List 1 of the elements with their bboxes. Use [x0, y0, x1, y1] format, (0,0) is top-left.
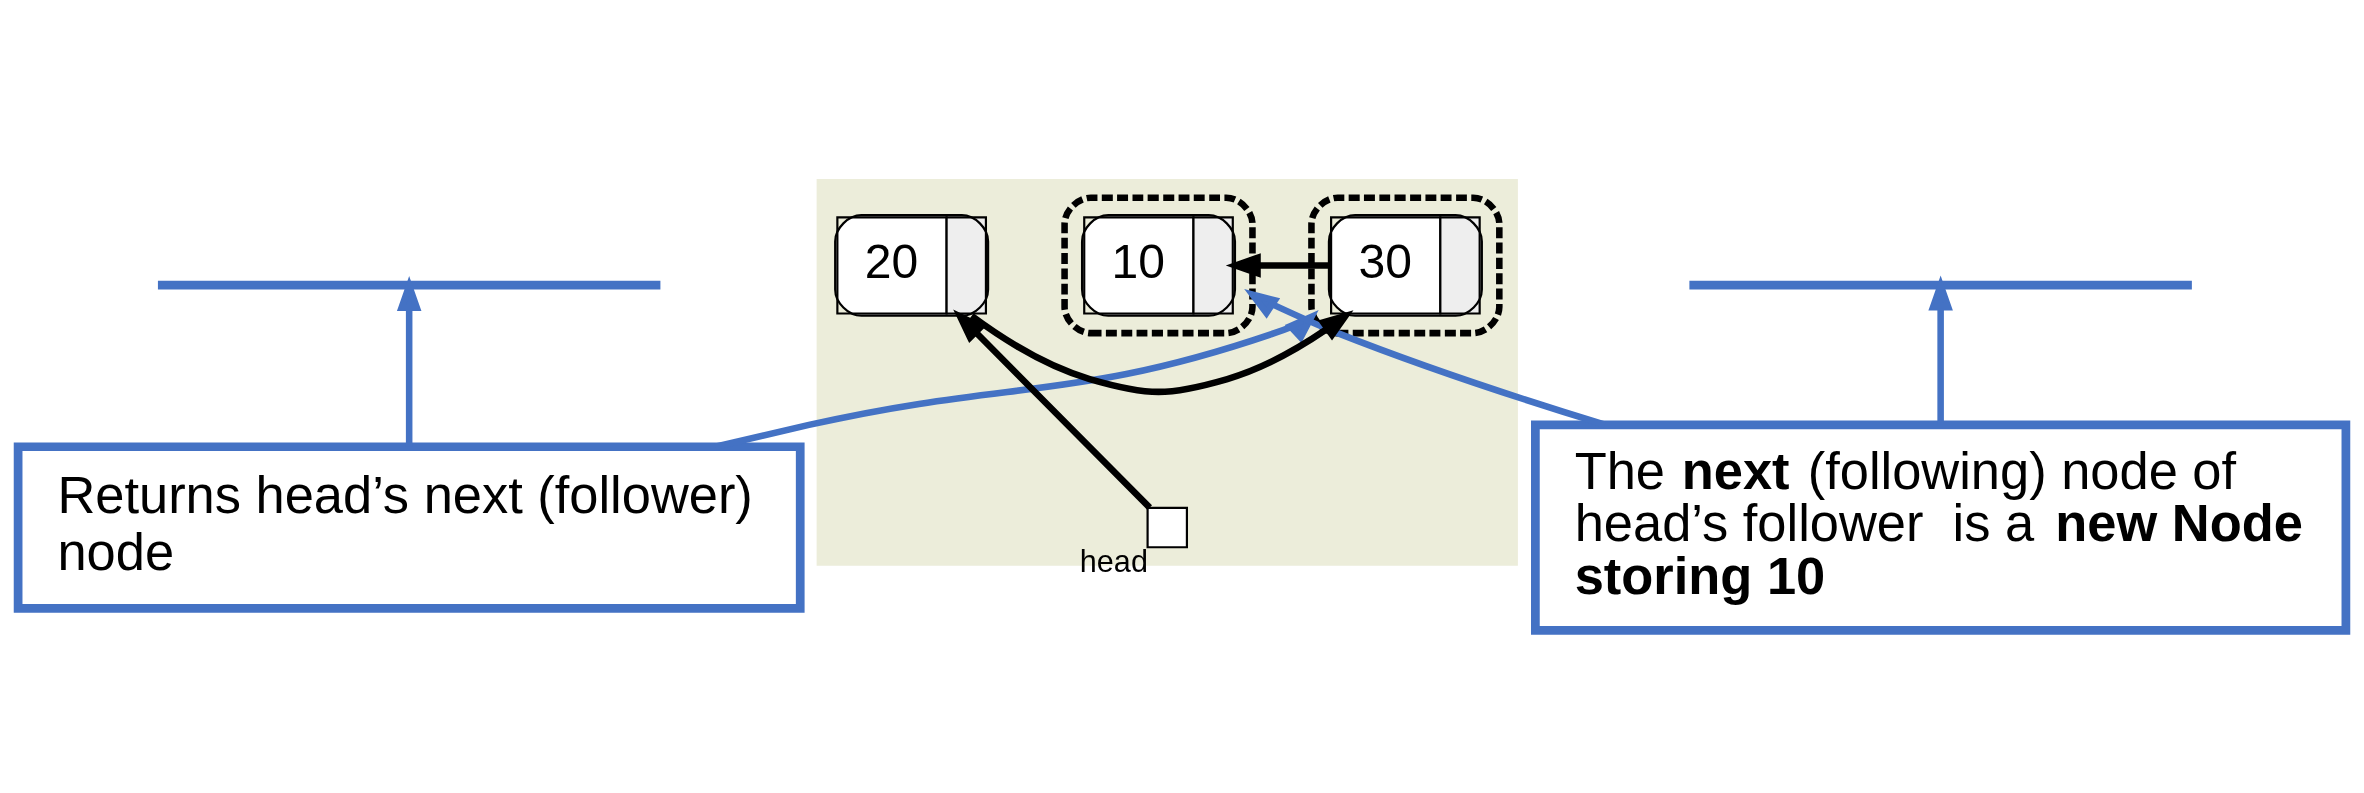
node-label: head: [1079, 543, 1148, 578]
